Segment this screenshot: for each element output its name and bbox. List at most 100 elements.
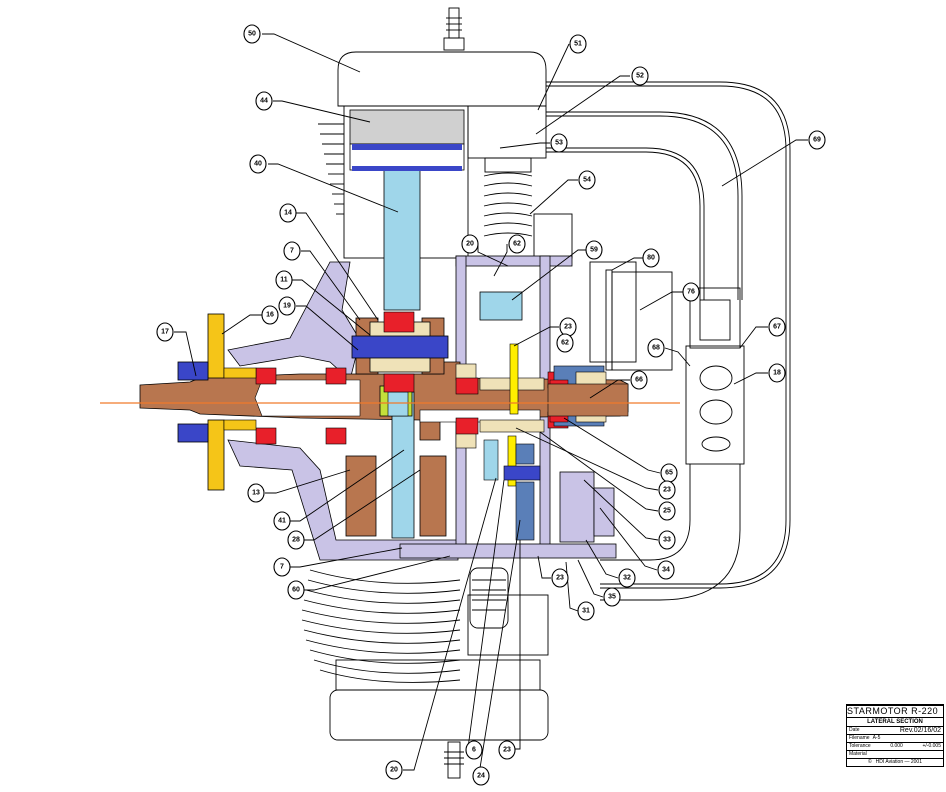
callout-label: 16 bbox=[266, 312, 274, 319]
callout-bubble bbox=[461, 234, 479, 254]
callout-label: 13 bbox=[252, 490, 260, 497]
callout-bubble bbox=[249, 154, 267, 174]
counterweight-left bbox=[345, 455, 377, 537]
callout-label: 11 bbox=[280, 277, 288, 284]
revision-value: Rev.02/16/02 bbox=[899, 727, 941, 734]
callout-bubble bbox=[498, 740, 516, 760]
bottom-spark-plug bbox=[447, 741, 461, 779]
callout-label: 17 bbox=[161, 329, 169, 336]
callout-bubble bbox=[630, 370, 648, 390]
callout-19: 19 bbox=[278, 296, 296, 316]
crank-pin bbox=[351, 335, 449, 359]
callout-23: 23 bbox=[658, 480, 676, 500]
engine-outline bbox=[301, 7, 791, 779]
starter-shaft bbox=[547, 383, 629, 417]
tolerance-value: 0.000 bbox=[890, 743, 903, 749]
prop-flange-lower bbox=[207, 419, 225, 491]
callout-14: 14 bbox=[279, 203, 297, 223]
callout-32: 32 bbox=[618, 568, 636, 588]
callout-bubble bbox=[261, 305, 279, 325]
callout-label: 25 bbox=[663, 508, 671, 515]
callout-label: 35 bbox=[608, 594, 616, 601]
bottom-cylinder-head bbox=[329, 689, 549, 741]
callout-bubble bbox=[658, 501, 676, 521]
connecting-rod bbox=[379, 159, 421, 539]
callout-bubble bbox=[508, 234, 526, 254]
callout-label: 80 bbox=[647, 255, 655, 262]
callout-17: 17 bbox=[156, 322, 174, 342]
callout-bubble bbox=[569, 34, 587, 54]
callout-bubble bbox=[156, 322, 174, 342]
callout-bubble bbox=[808, 130, 826, 150]
callout-28: 28 bbox=[287, 530, 305, 550]
callout-bubble bbox=[247, 483, 265, 503]
callout-bubble bbox=[243, 24, 261, 44]
callout-41: 41 bbox=[273, 511, 291, 531]
callout-59: 59 bbox=[585, 240, 603, 260]
callout-label: 23 bbox=[503, 747, 511, 754]
callout-bubble bbox=[273, 557, 291, 577]
callout-23: 23 bbox=[498, 740, 516, 760]
callout-label: 68 bbox=[652, 345, 660, 352]
callout-label: 44 bbox=[260, 98, 268, 105]
callout-69: 69 bbox=[808, 130, 826, 150]
callout-50: 50 bbox=[243, 24, 261, 44]
callout-16: 16 bbox=[261, 305, 279, 325]
outer-shroud bbox=[546, 81, 791, 589]
callout-bubble bbox=[658, 530, 676, 550]
callout-18: 18 bbox=[768, 363, 786, 383]
callout-7: 7 bbox=[273, 557, 291, 577]
callout-bubble bbox=[550, 133, 568, 153]
callout-bubble bbox=[287, 530, 305, 550]
callout-label: 60 bbox=[292, 587, 300, 594]
callout-bubble bbox=[273, 511, 291, 531]
callout-68: 68 bbox=[647, 338, 665, 358]
prop-nut-lower bbox=[177, 423, 209, 443]
callout-66: 66 bbox=[630, 370, 648, 390]
drawing-title: STARMOTOR R-220 bbox=[847, 705, 943, 717]
callout-bubble bbox=[287, 580, 305, 600]
callout-54: 54 bbox=[578, 170, 596, 190]
callout-bubble bbox=[279, 203, 297, 223]
callout-label: 28 bbox=[292, 537, 300, 544]
callout-bubble bbox=[682, 282, 700, 302]
callout-bubble bbox=[465, 740, 483, 760]
callout-7: 7 bbox=[283, 241, 301, 261]
callout-label: 54 bbox=[583, 177, 591, 184]
callout-label: 40 bbox=[254, 161, 262, 168]
callout-40: 40 bbox=[249, 154, 267, 174]
callout-bubble bbox=[657, 560, 675, 580]
callout-65: 65 bbox=[660, 463, 678, 483]
callout-label: 24 bbox=[477, 773, 485, 780]
copyright-text: HDI Aviation — 2001 bbox=[875, 759, 922, 765]
callout-31: 31 bbox=[577, 601, 595, 621]
piston bbox=[349, 109, 465, 171]
callout-33: 33 bbox=[658, 530, 676, 550]
callout-62: 62 bbox=[556, 333, 574, 353]
callout-11: 11 bbox=[275, 270, 293, 290]
top-spark-plug bbox=[448, 7, 460, 39]
callout-label: 67 bbox=[773, 324, 781, 331]
callout-13: 13 bbox=[247, 483, 265, 503]
callout-label: 19 bbox=[283, 303, 291, 310]
callout-44: 44 bbox=[255, 91, 273, 111]
gear-bushing-bottom bbox=[479, 419, 545, 433]
callout-label: 62 bbox=[513, 241, 521, 248]
callout-25: 25 bbox=[658, 501, 676, 521]
callout-label: 50 bbox=[248, 31, 256, 38]
copyright-icon: © bbox=[867, 759, 872, 765]
callout-label: 14 bbox=[284, 210, 292, 217]
callout-label: 23 bbox=[663, 487, 671, 494]
date-label: Date bbox=[849, 727, 860, 733]
callout-24: 24 bbox=[472, 766, 490, 786]
callout-bubble bbox=[472, 766, 490, 786]
tolerance-range: +/-0.005 bbox=[922, 743, 941, 749]
callout-bubble bbox=[255, 91, 273, 111]
cylinder-fins-left bbox=[318, 123, 344, 215]
cylinder-head-cover bbox=[337, 51, 547, 107]
callout-label: 20 bbox=[466, 241, 474, 248]
callout-bubble bbox=[385, 760, 403, 780]
callout-label: 53 bbox=[555, 140, 563, 147]
callout-bubble bbox=[768, 317, 786, 337]
